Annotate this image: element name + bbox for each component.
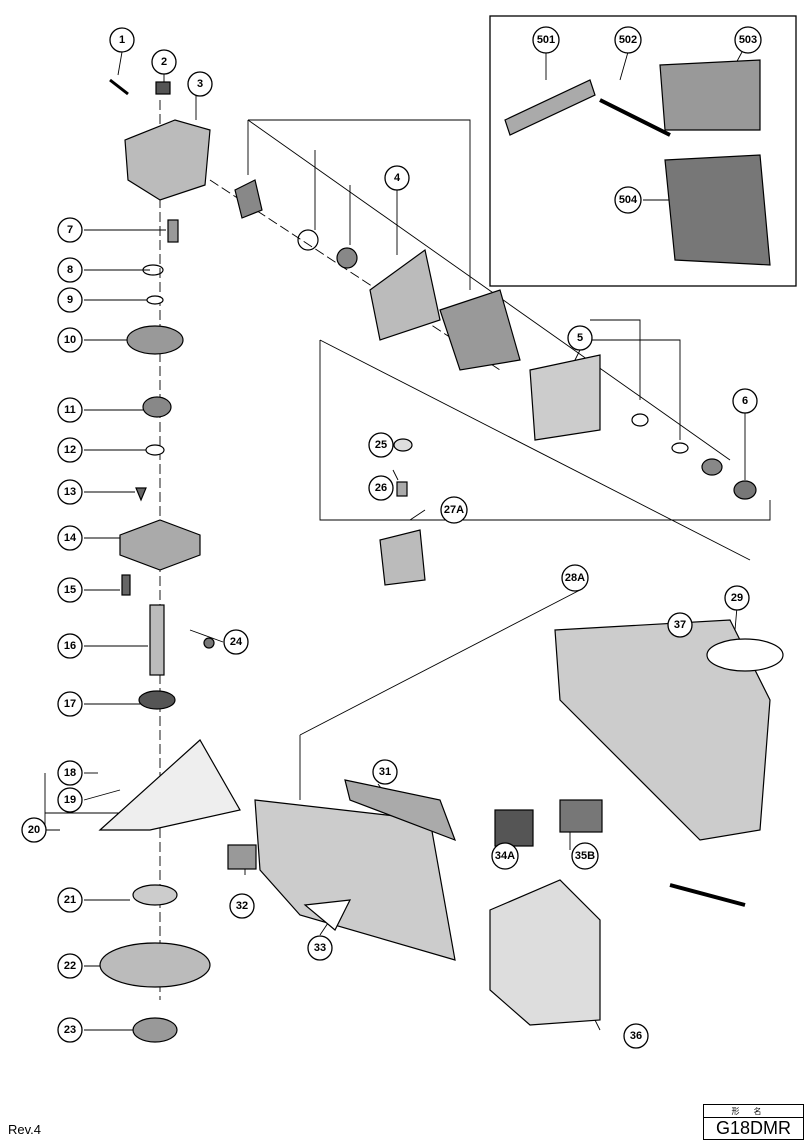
svg-text:32: 32 [236, 900, 248, 912]
svg-text:34A: 34A [495, 850, 515, 862]
callout-14: 14 [57, 525, 83, 551]
callout-26: 26 [368, 475, 394, 501]
svg-text:33: 33 [314, 942, 326, 954]
callout-17: 17 [57, 691, 83, 717]
callout-8: 8 [57, 257, 83, 283]
callout-12: 12 [57, 437, 83, 463]
svg-text:20: 20 [28, 824, 40, 836]
accessory-box [489, 15, 797, 287]
svg-text:23: 23 [64, 1024, 76, 1036]
model-box: 形名 G18DMR [703, 1104, 804, 1140]
svg-text:29: 29 [731, 592, 743, 604]
svg-text:5: 5 [577, 332, 583, 344]
callout-28A: 28A [561, 564, 589, 592]
callout-19: 19 [57, 787, 83, 813]
callout-6: 6 [732, 388, 758, 414]
svg-text:31: 31 [379, 766, 391, 778]
callout-33: 33 [307, 935, 333, 961]
callout-5: 5 [567, 325, 593, 351]
revision-label: Rev.4 [8, 1122, 41, 1137]
svg-text:19: 19 [64, 794, 76, 806]
callout-23: 23 [57, 1017, 83, 1043]
svg-text:12: 12 [64, 444, 76, 456]
callout-21: 21 [57, 887, 83, 913]
model-name: G18DMR [715, 1118, 791, 1138]
svg-text:28A: 28A [565, 572, 585, 584]
callout-11: 11 [57, 397, 83, 423]
callout-37: 37 [667, 612, 693, 638]
svg-text:26: 26 [375, 482, 387, 494]
svg-text:25: 25 [375, 439, 387, 451]
callout-20: 20 [21, 817, 47, 843]
callout-22: 22 [57, 953, 83, 979]
callout-27A: 27A [440, 496, 468, 524]
callout-24: 24 [223, 629, 249, 655]
svg-text:501: 501 [537, 34, 555, 46]
callout-15: 15 [57, 577, 83, 603]
svg-text:503: 503 [739, 34, 757, 46]
svg-text:36: 36 [630, 1030, 642, 1042]
svg-text:10: 10 [64, 334, 76, 346]
svg-text:7: 7 [67, 224, 73, 236]
svg-text:27A: 27A [444, 504, 464, 516]
svg-text:18: 18 [64, 767, 76, 779]
svg-text:14: 14 [64, 532, 77, 544]
svg-text:15: 15 [64, 584, 76, 596]
svg-text:17: 17 [64, 698, 76, 710]
callout-504: 504 [614, 186, 642, 214]
svg-text:2: 2 [161, 56, 167, 68]
callout-29: 29 [724, 585, 750, 611]
svg-text:9: 9 [67, 294, 73, 306]
svg-text:37: 37 [674, 619, 686, 631]
callout-502: 502 [614, 26, 642, 54]
callout-31: 31 [372, 759, 398, 785]
callout-32: 32 [229, 893, 255, 919]
callout-34A: 34A [491, 842, 519, 870]
svg-text:1: 1 [119, 34, 125, 46]
svg-text:21: 21 [64, 894, 76, 906]
svg-text:24: 24 [230, 636, 243, 648]
callout-16: 16 [57, 633, 83, 659]
callout-1: 1 [109, 27, 135, 53]
callout-501: 501 [532, 26, 560, 54]
callout-9: 9 [57, 287, 83, 313]
callout-2: 2 [151, 49, 177, 75]
model-label: 形名 [704, 1106, 803, 1118]
callout-10: 10 [57, 327, 83, 353]
callout-35B: 35B [571, 842, 599, 870]
svg-text:11: 11 [64, 404, 76, 416]
callout-503: 503 [734, 26, 762, 54]
callout-7: 7 [57, 217, 83, 243]
callout-4: 4 [384, 165, 410, 191]
svg-text:3: 3 [197, 78, 203, 90]
callout-13: 13 [57, 479, 83, 505]
svg-text:504: 504 [619, 194, 638, 206]
callout-3: 3 [187, 71, 213, 97]
svg-text:8: 8 [67, 264, 73, 276]
svg-text:502: 502 [619, 34, 637, 46]
svg-text:16: 16 [64, 640, 76, 652]
svg-text:6: 6 [742, 395, 748, 407]
part-shapes [98, 59, 784, 1043]
svg-text:13: 13 [64, 486, 76, 498]
svg-text:22: 22 [64, 960, 76, 972]
svg-text:35B: 35B [575, 850, 595, 862]
callout-25: 25 [368, 432, 394, 458]
svg-text:4: 4 [394, 172, 401, 184]
callout-36: 36 [623, 1023, 649, 1049]
callout-18: 18 [57, 760, 83, 786]
